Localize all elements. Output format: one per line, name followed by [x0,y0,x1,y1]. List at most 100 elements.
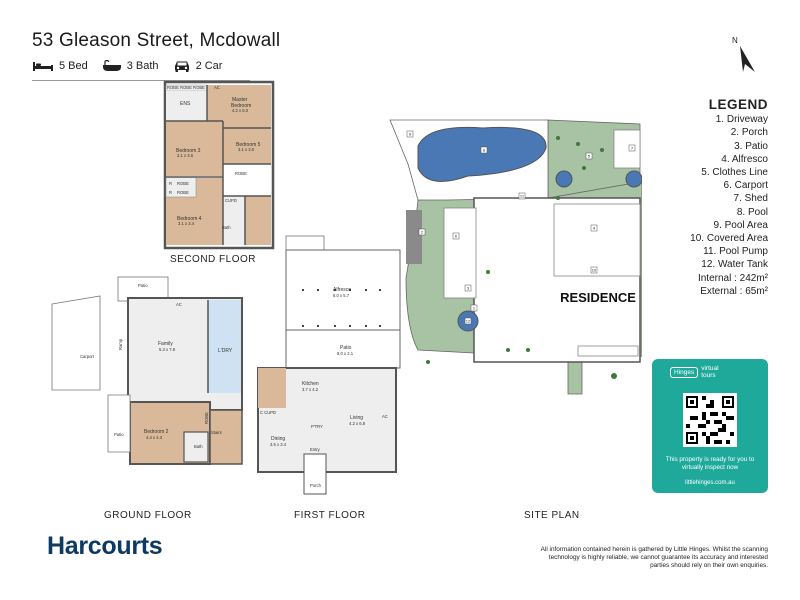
site-marker-label: 10 [592,268,597,273]
robe-b-label: ROBE [177,190,189,195]
virtual-tour-card[interactable]: Hinges virtual tours This property is re… [652,359,768,493]
tour-logo-line-2: tours [701,372,716,379]
site-marker-label: 12 [466,319,471,324]
header-divider [32,80,250,81]
internal-area: Internal : 242m² [697,272,768,284]
kitchen-dim: 3.7 x 4.2 [302,387,319,392]
tour-url-link[interactable]: littlehinges.com.au [685,480,735,486]
site-marker-box [470,304,478,312]
legend-item: 7. Shed [733,193,768,205]
tour-logo-box: Hinges [670,366,699,378]
bed4-label: Bedroom 4 [177,216,202,222]
site-marker-label: 2 [421,230,424,235]
master-dim: 4.2 x 5.0 [232,108,249,113]
site-marker-box [452,232,460,240]
alfresco-dim: 8.0 x 5.7 [333,293,350,298]
gf-robe-label: ROBE [204,412,209,424]
cars-spec: 2 Car [173,60,223,72]
legend-item: 1. Driveway [715,114,768,126]
beds-spec: 5 Bed [32,60,88,72]
site-marker-box [480,146,488,154]
property-specs: 5 Bed 3 Bath 2 Car [32,60,222,72]
tour-logo: Hinges virtual tours [670,365,719,379]
second-floor-label: SECOND FLOOR [170,254,257,265]
legend-item: 4. Alfresco [721,153,768,165]
site-marker-label: 9 [409,132,412,137]
gf-bath-label: Bath [194,444,203,449]
living-label: Living [350,415,363,421]
ground-floor-plan: Patio AC Carport Ramp Family 5.3 x 7.8 L… [51,276,243,465]
living-dim: 4.2 x 6.8 [349,421,366,426]
north-arrow: N [730,34,760,81]
site-marker-label: 5 [588,154,591,159]
patio-left-label: Patio [114,432,124,437]
ac-label: AC [214,85,220,90]
legend-item: 3. Patio [734,140,768,152]
site-marker-label: 1 [473,306,476,311]
site-marker-box [518,192,526,200]
site-marker-box [590,266,598,274]
legend-item: 10. Covered Area [690,233,768,245]
stairs-label: Stairs [211,430,222,435]
ramp-label: Ramp [118,338,123,350]
property-address: 53 Gleason Street, Mcdowall [32,30,281,51]
laundry-label: L'DRY [218,348,233,354]
baths-count: 3 Bath [126,60,159,72]
master-label-2: Bedroom [231,103,251,109]
bed3-dim: 3.1 x 3.6 [177,153,194,158]
first-floor-plan: Alfresco 8.0 x 5.7 Patio 8.0 x 2.1 Kitch… [257,235,401,495]
r2-label: R [169,190,172,195]
site-plan-label: SITE PLAN [524,510,580,521]
compass-icon [740,46,755,72]
north-label: N [732,36,738,45]
first-floor-label: FIRST FLOOR [294,510,366,521]
patio-top-label: Patio [138,283,148,288]
dining-label: Dining [271,436,285,442]
legend-item: 6. Carport [723,180,768,192]
site-marker-box [418,228,426,236]
external-area: External : 65m² [700,285,768,297]
site-marker-label: 4 [593,226,596,231]
robe-row-label: ROBE ROBE ROBE [167,85,205,90]
bed4-dim: 3.1 x 3.4 [178,221,195,226]
robe-a-label: ROBE [177,181,189,186]
entry-label: Entry [310,447,321,452]
legend-item: 11. Pool Pump [703,246,768,258]
site-marker-box [628,144,636,152]
legend-item: 9. Pool Area [713,219,768,231]
cupd-label: CUPD [225,198,237,203]
legend-item: 5. Clothes Line [701,167,768,179]
bed3-label: Bedroom 3 [176,148,201,154]
site-marker-label: 11 [520,194,525,199]
tour-logo-line-1: virtual [701,365,719,372]
site-marker-box [464,317,472,325]
ground-floor-label: GROUND FLOOR [104,510,192,521]
legend: LEGEND 1. Driveway 2. Porch 3. Patio 4. … [628,98,768,298]
qr-code-icon[interactable] [683,393,737,447]
site-marker-label: 7 [631,146,634,151]
site-marker-label: 6 [455,234,458,239]
family-label: Family [158,341,173,347]
bed2-dim: 4.4 x 4.3 [146,435,163,440]
legend-item: 2. Porch [730,127,768,139]
tour-message: This property is ready for you to virtua… [665,456,755,471]
pantry-label: P'TRY [311,424,323,429]
site-marker-label: 8 [483,148,486,153]
gf-ac-label: AC [176,302,182,307]
r1-label: R [169,181,172,186]
legend-title: LEGEND [708,97,768,112]
second-floor-plan: ROBE ROBE ROBE AC ENS Master Bedroom 4.2… [163,80,275,250]
cars-count: 2 Car [195,60,223,72]
beds-count: 5 Bed [59,60,88,72]
car-icon [174,61,189,72]
bath-label: Bath [222,225,231,230]
master-label: Master [232,97,248,103]
bed5-label: Bedroom 5 [236,142,261,148]
bed-icon [33,62,53,71]
disclaimer: All information contained herein is gath… [540,546,768,569]
site-marker-label: 3 [467,286,470,291]
baths-spec: 3 Bath [102,60,159,72]
brand-logo: Harcourts [47,532,163,560]
